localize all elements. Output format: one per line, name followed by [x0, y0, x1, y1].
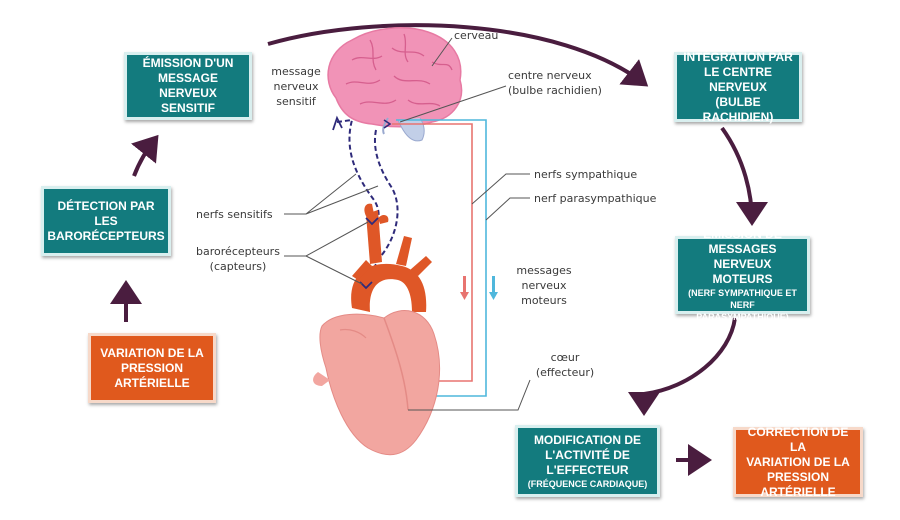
arrow-left-top [131, 134, 159, 177]
label-message-sensitif: message nerveux sensitif [268, 64, 324, 109]
label-nerf-parasympathique: nerf parasympathique [534, 192, 657, 205]
arrow-top [267, 23, 649, 87]
leader-centre-nerveux [399, 85, 507, 123]
box-correction-line1: Correction de la [747, 424, 849, 454]
box-detection-line1: Détection par les [57, 198, 155, 228]
label-messages-moteurs-line2: nerveux [521, 279, 567, 292]
aorta-icon [351, 203, 432, 312]
label-messages-moteurs-line1: messages [516, 264, 572, 277]
leader-barorecepteurs [284, 221, 369, 285]
box-variation: Variation de la pression artérielle [88, 333, 216, 403]
label-centre-nerveux-line1: centre nerveux [508, 69, 592, 82]
box-emission-motor: Émission de messages nerveux moteurs (ne… [675, 227, 810, 322]
box-correction: Correction de la variation de la pressio… [733, 424, 863, 499]
box-correction-line3: pression artérielle [760, 469, 836, 499]
box-emission-sensory-line1: Émission d'un message [142, 56, 234, 85]
label-message-sensitif-line1: message [271, 65, 321, 78]
label-messages-moteurs-line3: moteurs [521, 294, 567, 307]
box-modification: Modification de l'activité de l'effecteu… [515, 425, 660, 497]
label-messages-moteurs: messages nerveux moteurs [512, 263, 576, 308]
label-cerveau: cerveau [454, 29, 499, 42]
box-correction-line2: variation de la [746, 454, 850, 469]
sympathetic-message-arrow [460, 276, 469, 300]
box-integration-line1: Intégration par [683, 49, 793, 64]
label-centre-nerveux-line2: (bulbe rachidien) [508, 84, 602, 97]
box-integration: Intégration par le centre nerveux (bulbe… [674, 49, 802, 124]
box-emission-sensory: Émission d'un message nerveux sensitif [124, 52, 252, 120]
label-coeur: cœur (effecteur) [530, 350, 600, 380]
box-variation-line2: pression artérielle [114, 360, 190, 390]
box-integration-line2: le centre nerveux [703, 64, 772, 94]
label-coeur-line1: cœur [550, 351, 580, 364]
leader-nerfs-sensitifs [284, 173, 379, 215]
box-emission-motor-line2: nerveux moteurs [712, 257, 773, 286]
label-message-sensitif-line3: sensitif [276, 95, 316, 108]
box-emission-sensory-line2: nerveux sensitif [159, 86, 217, 115]
label-nerfs-sensitifs: nerfs sensitifs [196, 208, 273, 221]
parasympathetic-message-arrow [489, 276, 498, 300]
box-modification-line2: l'activité de l'effecteur [545, 447, 630, 477]
leader-parasympathique [485, 197, 530, 221]
box-modification-line1: Modification de [533, 432, 642, 447]
heart-icon [313, 310, 440, 456]
box-emission-motor-sub1: (nerf sympathique et [688, 288, 797, 298]
label-centre-nerveux: centre nerveux (bulbe rachidien) [508, 68, 602, 98]
label-message-sensitif-line2: nerveux [273, 80, 319, 93]
label-barorecepteurs-line1: barorécepteurs [196, 245, 280, 258]
box-integration-line3: (bulbe rachidien) [702, 94, 774, 124]
label-barorecepteurs: barorécepteurs (capteurs) [192, 244, 284, 274]
label-coeur-line2: (effecteur) [535, 366, 595, 379]
leader-cerveau [431, 37, 453, 67]
box-detection: Détection par les barorécepteurs [41, 186, 171, 256]
leader-coeur [408, 379, 531, 411]
box-detection-line2: barorécepteurs [47, 228, 165, 243]
box-emission-motor-line1: Émission de messages [703, 227, 782, 256]
box-variation-line1: Variation de la [100, 345, 204, 360]
arrow-right-top [720, 126, 768, 226]
baroreceptor-marker-1 [365, 217, 379, 226]
arrow-right-bottom [628, 317, 737, 416]
label-nerfs-sympathique: nerfs sympathique [534, 168, 638, 181]
box-emission-motor-sub2: nerf parasympathique) [696, 300, 789, 322]
box-modification-sub: (fréquence cardiaque) [527, 478, 648, 489]
label-barorecepteurs-line2: (capteurs) [209, 260, 267, 273]
leader-sympathique [471, 173, 530, 205]
